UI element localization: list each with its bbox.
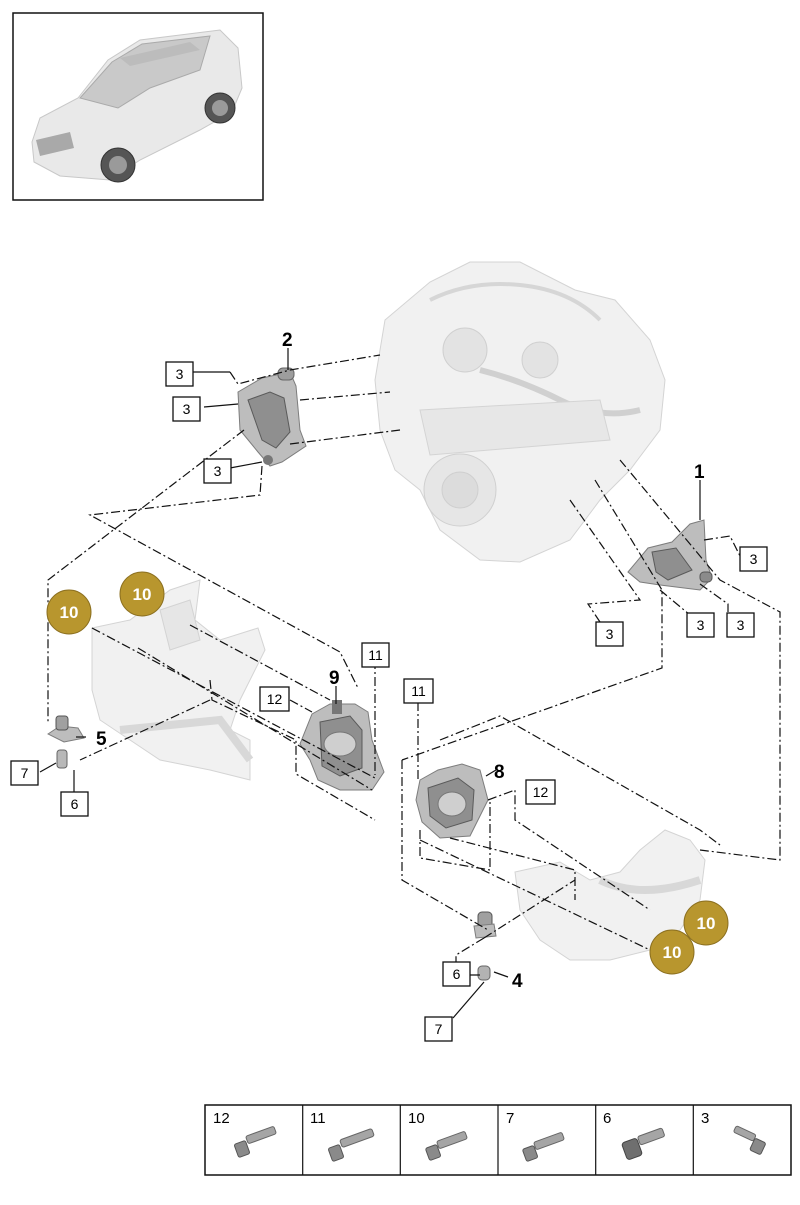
callout-2: 2 bbox=[282, 330, 293, 351]
callout-8: 8 bbox=[494, 762, 505, 783]
svg-text:3: 3 bbox=[176, 366, 184, 382]
svg-text:7: 7 bbox=[21, 765, 29, 781]
sensor-right bbox=[473, 911, 497, 981]
svg-text:12: 12 bbox=[213, 1110, 230, 1127]
bolt-11-icon bbox=[328, 1128, 375, 1162]
svg-text:3: 3 bbox=[737, 617, 745, 633]
svg-text:6: 6 bbox=[71, 796, 79, 812]
box-6-a: 6 bbox=[60, 791, 89, 817]
legend-cell-11: 11 bbox=[310, 1110, 375, 1162]
callout-5: 5 bbox=[96, 729, 107, 750]
box-3-c: 3 bbox=[203, 458, 232, 484]
svg-text:6: 6 bbox=[603, 1110, 611, 1127]
svg-text:6: 6 bbox=[453, 966, 461, 982]
suv-illustration bbox=[31, 29, 243, 183]
svg-text:7: 7 bbox=[506, 1110, 514, 1127]
legend-cell-3: 3 bbox=[701, 1110, 766, 1155]
svg-text:3: 3 bbox=[606, 626, 614, 642]
legend-cell-6: 6 bbox=[603, 1110, 665, 1160]
svg-text:10: 10 bbox=[60, 603, 79, 622]
box-11-a: 11 bbox=[361, 642, 390, 668]
svg-text:3: 3 bbox=[697, 617, 705, 633]
subframe-right bbox=[514, 829, 706, 961]
svg-text:3: 3 bbox=[214, 463, 222, 479]
leader-lines bbox=[39, 348, 781, 1019]
legend-cell-7: 7 bbox=[506, 1110, 565, 1162]
svg-text:10: 10 bbox=[663, 943, 682, 962]
gold-badge-10-b: 10 bbox=[46, 589, 92, 635]
box-7-a: 7 bbox=[10, 760, 39, 786]
engine-bracket-right bbox=[627, 519, 713, 591]
callout-1: 1 bbox=[694, 462, 705, 483]
engine-mount-right bbox=[415, 763, 489, 839]
vehicle-thumbnail bbox=[12, 12, 264, 201]
svg-text:3: 3 bbox=[701, 1110, 709, 1127]
box-3-e: 3 bbox=[595, 621, 624, 647]
engine-mount-left bbox=[299, 700, 385, 791]
svg-text:10: 10 bbox=[697, 914, 716, 933]
gold-badge-10-a: 10 bbox=[119, 571, 165, 617]
legend-cell-12: 12 bbox=[213, 1110, 277, 1158]
svg-text:3: 3 bbox=[183, 401, 191, 417]
gold-badge-10-d: 10 bbox=[649, 929, 695, 975]
callout-9: 9 bbox=[329, 668, 340, 689]
callout-4: 4 bbox=[512, 971, 523, 992]
gold-badge-10-c: 10 bbox=[683, 900, 729, 946]
box-7-b: 7 bbox=[424, 1016, 453, 1042]
svg-text:10: 10 bbox=[408, 1110, 425, 1127]
subframe-left bbox=[91, 579, 266, 781]
box-3-b: 3 bbox=[172, 396, 201, 422]
box-3-f: 3 bbox=[686, 612, 715, 638]
box-6-b: 6 bbox=[442, 961, 471, 987]
box-12-b: 12 bbox=[525, 779, 556, 805]
bolt-12-icon bbox=[234, 1126, 277, 1158]
short-bolt-3-icon bbox=[733, 1125, 766, 1155]
bolt-10-icon bbox=[425, 1131, 468, 1161]
bolt-7-icon bbox=[522, 1132, 565, 1162]
svg-text:12: 12 bbox=[533, 784, 549, 800]
box-3-a: 3 bbox=[165, 361, 194, 387]
svg-text:3: 3 bbox=[750, 551, 758, 567]
sensor-left bbox=[47, 715, 85, 769]
svg-text:7: 7 bbox=[435, 1021, 443, 1037]
flange-bolt-6-icon bbox=[621, 1127, 665, 1160]
svg-text:11: 11 bbox=[310, 1110, 326, 1127]
fastener-legend: 12 11 10 7 bbox=[204, 1104, 792, 1176]
engine-assembly bbox=[374, 261, 666, 563]
box-11-b: 11 bbox=[403, 678, 434, 704]
svg-text:12: 12 bbox=[267, 691, 283, 707]
legend-cell-10: 10 bbox=[408, 1110, 468, 1161]
engine-bracket-left bbox=[237, 367, 307, 467]
box-3-g: 3 bbox=[726, 612, 755, 638]
svg-text:11: 11 bbox=[411, 683, 426, 699]
box-3-d: 3 bbox=[739, 546, 768, 572]
box-12-a: 12 bbox=[259, 686, 290, 712]
svg-text:10: 10 bbox=[133, 585, 152, 604]
svg-text:11: 11 bbox=[368, 647, 383, 663]
